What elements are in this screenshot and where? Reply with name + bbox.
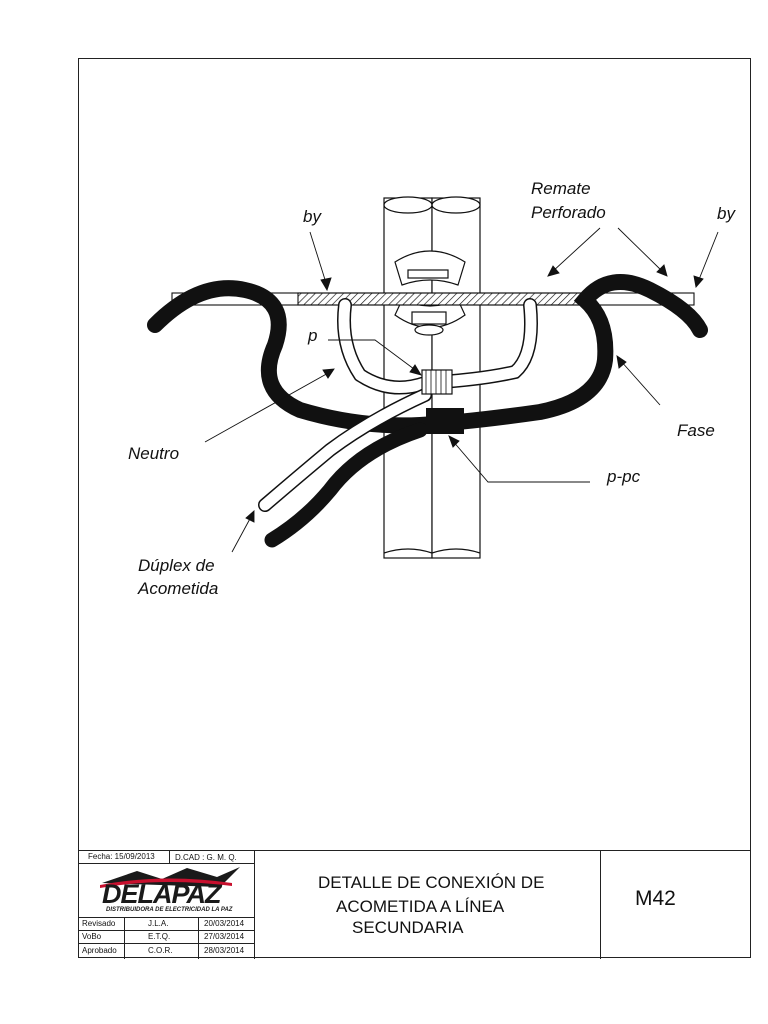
row-vobo-date: 27/03/2014 bbox=[204, 932, 245, 941]
row-revisado-initials: J.L.A. bbox=[148, 919, 169, 928]
p-connector bbox=[421, 369, 453, 395]
label-p: p bbox=[308, 326, 318, 345]
drawing-title-line3: SECUNDARIA bbox=[352, 918, 464, 937]
label-p-pc: p-pc bbox=[607, 467, 641, 486]
title-block: Fecha: 15/09/2013 D.CAD : G. M. Q. DELAP… bbox=[78, 850, 751, 959]
dcad-field: D.CAD : G. M. Q. bbox=[175, 853, 237, 862]
label-by-right: by bbox=[717, 204, 735, 223]
label-perforado: Perforado bbox=[531, 203, 606, 222]
drawing-sheet-border bbox=[78, 58, 751, 958]
drawing-title-line1: DETALLE DE CONEXIÓN DE bbox=[318, 873, 545, 892]
row-vobo-role: VoBo bbox=[82, 932, 102, 941]
logo-mountain-icon bbox=[100, 867, 240, 888]
p-pc-connector bbox=[426, 408, 464, 434]
drawing-title-line2: ACOMETIDA A LÍNEA bbox=[336, 897, 505, 916]
row-aprobado-date: 28/03/2014 bbox=[204, 946, 245, 955]
remate-perforado-rod bbox=[171, 292, 695, 306]
label-fase: Fase bbox=[677, 421, 715, 440]
label-remate: Remate bbox=[531, 179, 591, 198]
clevis-bracket bbox=[394, 250, 466, 336]
logo-text: DELAPAZ bbox=[102, 879, 221, 909]
delapaz-logo: DELAPAZ DISTRIBUIDORA DE ELECTRICIDAD LA… bbox=[92, 865, 242, 917]
row-vobo-initials: E.T.Q. bbox=[148, 932, 171, 941]
logo-subtitle: DISTRIBUIDORA DE ELECTRICIDAD LA PAZ bbox=[106, 907, 233, 913]
row-aprobado-role: Aprobado bbox=[82, 946, 117, 955]
drawing-code: M42 bbox=[635, 887, 676, 910]
label-neutro: Neutro bbox=[128, 444, 180, 463]
row-revisado-role: Revisado bbox=[82, 919, 116, 928]
fecha-field: Fecha: 15/09/2013 bbox=[88, 852, 155, 861]
leader-arrows bbox=[204, 227, 719, 553]
row-revisado-date: 20/03/2014 bbox=[204, 919, 245, 928]
label-by-left: by bbox=[303, 207, 321, 226]
label-duplex: Dúplex de bbox=[138, 556, 215, 575]
label-acometida: Acometida bbox=[138, 579, 219, 598]
row-aprobado-initials: C.O.R. bbox=[148, 946, 173, 955]
